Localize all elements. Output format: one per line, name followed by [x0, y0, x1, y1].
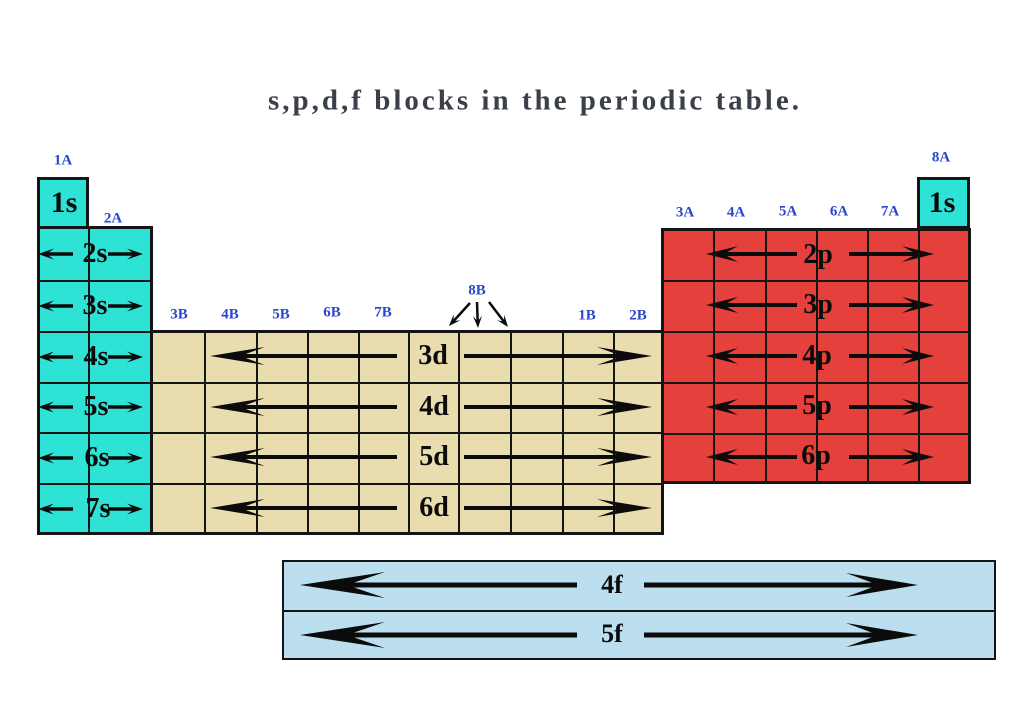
- group-label-1b: 1B: [578, 307, 596, 324]
- p-block-row-divider: [664, 280, 968, 282]
- orbital-7s: 7s: [85, 493, 111, 524]
- f-block: [282, 560, 996, 660]
- p-block-column-divider: [816, 231, 818, 481]
- group-label-7b: 7B: [374, 304, 392, 321]
- group-label-8b: 8B: [468, 282, 486, 299]
- orbital-6s: 6s: [84, 442, 110, 473]
- f-block-row-divider: [284, 610, 994, 612]
- group-label-7a: 7A: [880, 203, 900, 220]
- orbital-5f: 5f: [601, 619, 623, 648]
- group-label-3b: 3B: [170, 306, 188, 323]
- p-block-column-divider: [765, 231, 767, 481]
- group-label-3a: 3A: [675, 204, 695, 221]
- p-block-column-divider: [713, 231, 715, 481]
- arrow-8b-fan-2-head: [473, 315, 482, 328]
- orbital-3s: 3s: [82, 290, 108, 321]
- s-block-helium-1s-cell: [917, 177, 970, 229]
- orbital-6p: 6p: [801, 440, 831, 471]
- group-label-5a: 5A: [778, 203, 798, 220]
- orbital-5p: 5p: [802, 390, 832, 421]
- s-block-row-divider: [40, 382, 150, 384]
- arrow-8b-fan-2-shaft: [475, 301, 479, 322]
- s-block-1s-cell: [37, 177, 89, 229]
- group-label-1a: 1A: [53, 152, 73, 169]
- orbital-5s: 5s: [83, 391, 109, 422]
- s-block: [37, 226, 153, 535]
- group-label-8a: 8A: [931, 149, 951, 166]
- orbital-3p: 3p: [803, 289, 833, 320]
- p-block-column-divider: [867, 231, 869, 481]
- group-label-2b: 2B: [629, 307, 647, 324]
- arrow-8b-fan-1-shaft: [452, 302, 471, 322]
- group-label-4b: 4B: [221, 306, 239, 323]
- p-block-row-divider: [664, 382, 968, 384]
- orbital-3d: 3d: [418, 340, 448, 371]
- p-block-column-divider: [918, 231, 920, 481]
- s-block-row-divider: [40, 432, 150, 434]
- p-block-row-divider: [664, 433, 968, 435]
- s-block-column-divider: [88, 229, 90, 532]
- orbital-4s: 4s: [83, 341, 109, 372]
- d-block-row-divider: [153, 432, 661, 434]
- orbital-1s-hydrogen: 1s: [50, 186, 78, 219]
- group-label-4a: 4A: [726, 204, 746, 221]
- group-label-2a: 2A: [103, 210, 123, 227]
- orbital-6d: 6d: [419, 492, 449, 523]
- s-block-row-divider: [40, 280, 150, 282]
- s-block-row-divider: [40, 483, 150, 485]
- arrow-8b-fan-3-head: [497, 314, 508, 327]
- group-label-6b: 6B: [323, 304, 341, 321]
- orbital-2p: 2p: [803, 239, 833, 270]
- orbital-4p: 4p: [802, 340, 832, 371]
- orbital-5d: 5d: [419, 441, 449, 472]
- d-block: [150, 330, 664, 535]
- d-block-row-divider: [153, 382, 661, 384]
- d-block-row-divider: [153, 483, 661, 485]
- arrow-8b-fan-3-shaft: [488, 301, 505, 323]
- orbital-4f: 4f: [601, 570, 623, 599]
- group-label-6a: 6A: [829, 203, 849, 220]
- orbital-1s-helium: 1s: [928, 186, 956, 219]
- arrow-8b-fan-1-head: [449, 314, 461, 326]
- p-block-row-divider: [664, 331, 968, 333]
- group-label-5b: 5B: [272, 306, 290, 323]
- orbital-4d: 4d: [419, 391, 449, 422]
- orbital-2s: 2s: [82, 238, 108, 269]
- s-block-row-divider: [40, 331, 150, 333]
- page-title: s,p,d,f blocks in the periodic table.: [268, 84, 802, 117]
